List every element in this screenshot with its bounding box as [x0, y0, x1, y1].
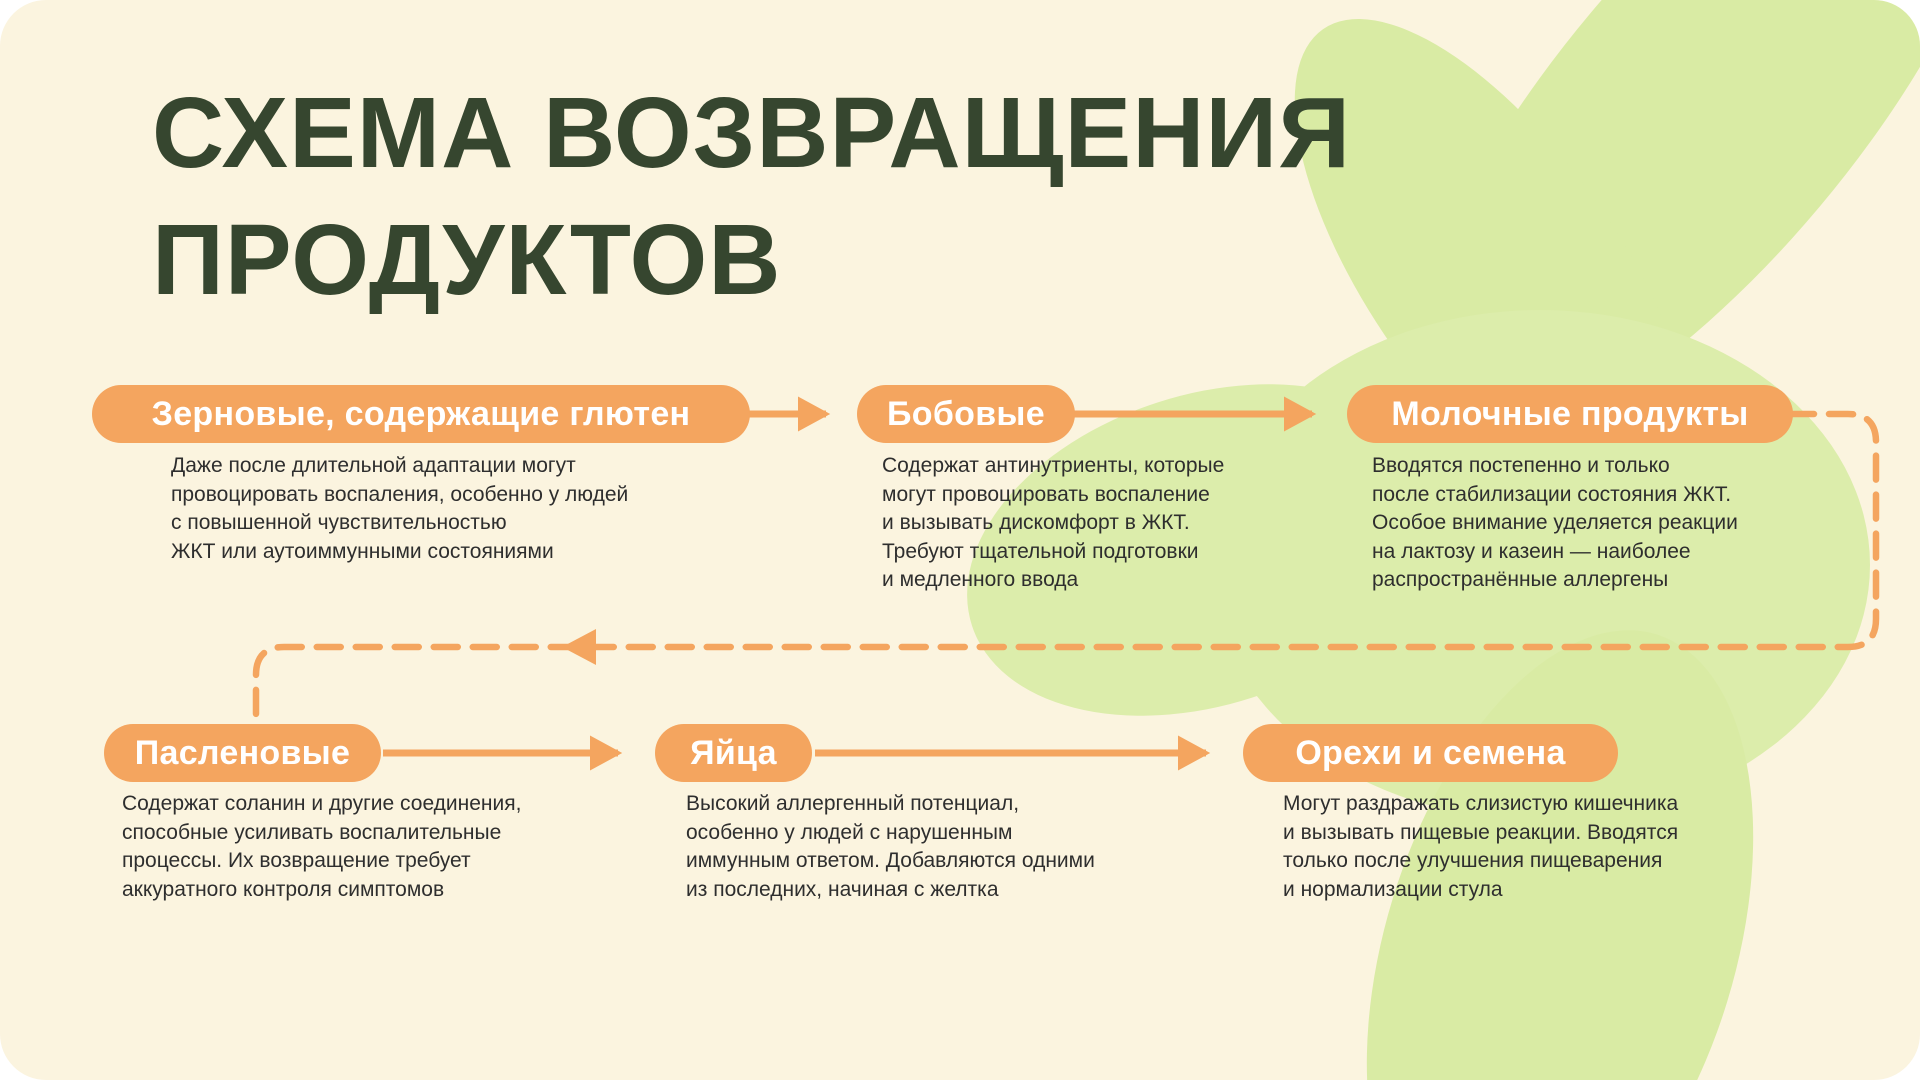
node-dairy-description: Вводятся постепенно и только после стаби…	[1372, 454, 1738, 592]
node-nightshades: Пасленовые	[104, 724, 381, 782]
node-legumes: Бобовые	[857, 385, 1075, 443]
node-eggs-description: Высокий аллергенный потенциал, особенно …	[686, 792, 1095, 901]
node-grains-gluten-label: Зерновые, содержащие глютен	[151, 394, 691, 433]
return-arrowhead-icon	[562, 629, 596, 665]
page-title: СХЕМА ВОЗВРАЩЕНИЯ ПРОДУКТОВ	[152, 70, 1351, 324]
node-nuts-seeds-description: Могут раздражать слизистую кишечника и в…	[1283, 792, 1679, 901]
node-nightshades-label: Пасленовые	[134, 733, 351, 772]
node-grains-gluten: Зерновые, содержащие глютен	[92, 385, 750, 443]
node-nuts-seeds: Орехи и семена	[1243, 724, 1618, 782]
page-title-line2: ПРОДУКТОВ	[152, 204, 782, 316]
node-legumes-description: Содержат антинутриенты, которые могут пр…	[882, 454, 1225, 592]
node-nightshades-description: Содержат соланин и другие соединения, сп…	[122, 792, 522, 901]
node-dairy: Молочные продукты	[1347, 385, 1793, 443]
node-eggs-label: Яйца	[690, 733, 777, 772]
node-dairy-label: Молочные продукты	[1391, 394, 1749, 433]
node-eggs: Яйца	[655, 724, 812, 782]
node-grains-gluten-description: Даже после длительной адаптации могут пр…	[171, 454, 629, 563]
leaf-petal	[1411, 0, 1920, 446]
page-title-line1: СХЕМА ВОЗВРАЩЕНИЯ	[152, 77, 1352, 189]
node-legumes-label: Бобовые	[887, 394, 1045, 433]
node-nuts-seeds-label: Орехи и семена	[1295, 733, 1566, 772]
